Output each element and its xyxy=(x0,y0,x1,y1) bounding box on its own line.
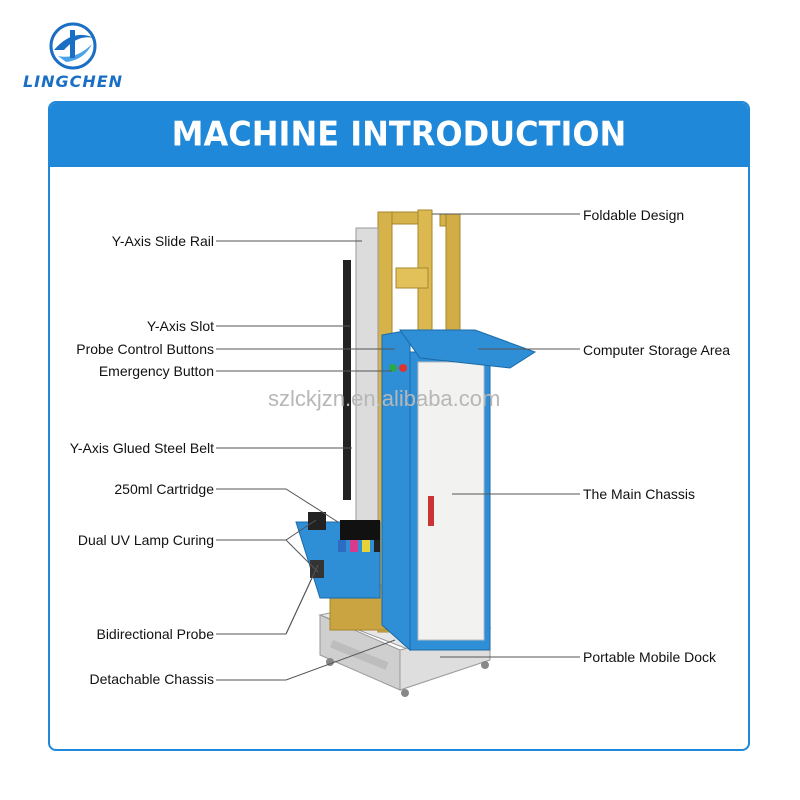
label-detachable-chassis: Detachable Chassis xyxy=(89,671,214,687)
y-axis-slide-rail xyxy=(355,227,379,529)
label-foldable-design: Foldable Design xyxy=(583,207,685,223)
main-chassis xyxy=(381,329,537,652)
lingchen-emblem-icon xyxy=(49,22,97,70)
label-bidirectional-probe: Bidirectional Probe xyxy=(96,626,214,642)
brand-name: LINGCHEN xyxy=(22,72,124,91)
label-computer-storage-area: Computer Storage Area xyxy=(583,342,731,358)
brand-logo: LINGCHEN xyxy=(18,20,128,100)
label-250ml-cartridge: 250ml Cartridge xyxy=(114,481,214,497)
print-carriage xyxy=(295,512,381,599)
banner-title: MACHINE INTRODUCTION xyxy=(171,114,627,154)
label-y-axis-slide-rail: Y-Axis Slide Rail xyxy=(111,233,214,249)
label-y-axis-slot: Y-Axis Slot xyxy=(146,318,214,334)
label-dual-uv-lamp-curing: Dual UV Lamp Curing xyxy=(77,532,214,548)
intro-panel: MACHINE INTRODUCTION xyxy=(48,101,750,751)
title-banner: MACHINE INTRODUCTION xyxy=(50,103,748,167)
label-portable-mobile-dock: Portable Mobile Dock xyxy=(583,649,717,665)
right-callouts xyxy=(432,213,580,658)
label-main-chassis: The Main Chassis xyxy=(583,486,696,502)
label-probe-control-buttons: Probe Control Buttons xyxy=(76,341,214,357)
watermark: szlckjzn.en.alibaba.com xyxy=(268,386,501,411)
left-callouts xyxy=(216,240,396,681)
y-axis-belt xyxy=(343,260,351,500)
label-emergency-button: Emergency Button xyxy=(98,363,214,379)
label-y-axis-glued-steel-belt: Y-Axis Glued Steel Belt xyxy=(69,440,214,456)
